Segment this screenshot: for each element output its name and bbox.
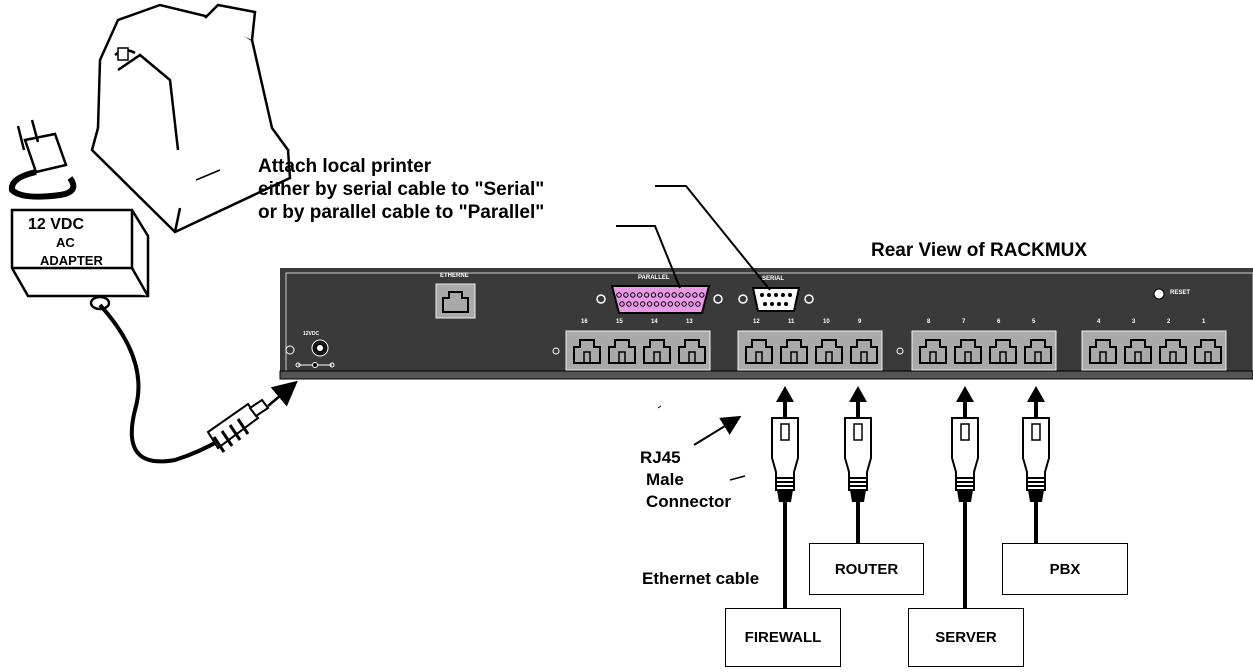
connector-label: RJ45 Male Connector <box>640 447 731 513</box>
port-number: 5 <box>1032 319 1036 325</box>
pbx-box: PBX <box>1002 543 1128 595</box>
connector-arrow <box>693 415 742 446</box>
connector-label-line2: Male <box>646 470 684 489</box>
port-number: 11 <box>788 319 795 325</box>
rj45-port[interactable] <box>780 339 808 364</box>
port-number: 10 <box>823 319 830 325</box>
port-group <box>737 330 883 371</box>
rj45-port[interactable] <box>1124 339 1152 364</box>
printer-note-line1: Attach local printer <box>258 156 432 177</box>
power-arrow <box>267 380 298 407</box>
adapter-label-line1: 12 VDC <box>28 216 85 233</box>
connector-label-line3: Connector <box>646 492 731 511</box>
port-group <box>1081 330 1227 371</box>
ac-adapter <box>10 208 150 311</box>
port-number: 2 <box>1167 319 1171 325</box>
port-number: 9 <box>858 319 862 325</box>
reset-button[interactable] <box>1153 288 1165 300</box>
rj45-port[interactable] <box>608 339 636 364</box>
printer-note-line2: either by serial cable to "Serial" <box>258 179 545 200</box>
wall-plug-icon <box>8 119 77 200</box>
port-group <box>565 330 711 371</box>
rj45-plug-icon <box>844 386 872 502</box>
rj45-port[interactable] <box>815 339 843 364</box>
cable-label: Ethernet cable <box>642 569 760 588</box>
port-number: 8 <box>927 319 931 325</box>
ethernet-cables <box>783 500 1038 608</box>
rj45-port[interactable] <box>850 339 878 364</box>
power-jack <box>285 339 335 368</box>
port-number: 14 <box>651 319 658 325</box>
rj45-port[interactable] <box>1194 339 1222 364</box>
router-box: ROUTER <box>809 543 924 595</box>
rj45-plug-icon <box>951 386 979 502</box>
parallel-port <box>596 285 723 314</box>
printer-icon <box>90 3 292 234</box>
rj45-plug-icon <box>771 386 799 502</box>
rj45-port[interactable] <box>989 339 1017 364</box>
serial-leader-line <box>655 185 771 291</box>
rj45-port[interactable] <box>1024 339 1052 364</box>
ethernet-port-label: ETHERNE <box>440 273 469 279</box>
rj45-port-groups <box>565 330 1227 371</box>
barrel-plug-icon <box>206 398 270 453</box>
port-number: 12 <box>753 319 760 325</box>
port-number: 16 <box>581 319 588 325</box>
printer-note-line3: or by parallel cable to "Parallel" <box>258 202 545 223</box>
port-number: 13 <box>686 319 693 325</box>
ethernet-port <box>435 283 476 319</box>
connector-label-line1: RJ45 <box>640 448 681 467</box>
port-group <box>911 330 1057 371</box>
power-jack-label: 12VDC <box>303 331 320 337</box>
adapter-label-line3: ADAPTER <box>40 253 103 268</box>
parallel-port-label: PARALLEL <box>638 275 670 281</box>
serial-port-label: SERIAL <box>762 276 785 282</box>
reset-label: RESET <box>1170 290 1191 296</box>
power-cable <box>98 303 222 464</box>
printer-instructions: Attach local printer either by serial ca… <box>258 155 544 224</box>
port-number: 7 <box>962 319 966 325</box>
port-number: 15 <box>616 319 623 325</box>
rj45-port[interactable] <box>745 339 773 364</box>
rj45-port[interactable] <box>678 339 706 364</box>
rj45-port[interactable] <box>954 339 982 364</box>
parallel-leader-line <box>616 225 681 289</box>
adapter-label-line2: AC <box>56 235 75 250</box>
port-number: 6 <box>997 319 1001 325</box>
serial-port <box>738 287 814 312</box>
firewall-box: FIREWALL <box>725 608 841 667</box>
adapter-label: 12 VDC AC ADAPTER <box>28 216 103 270</box>
rj45-plugs <box>771 386 1050 502</box>
rj45-port[interactable] <box>1159 339 1187 364</box>
diagram-title: Rear View of RACKMUX <box>871 240 1088 261</box>
rj45-plug-icon <box>1022 386 1050 502</box>
rj45-port[interactable] <box>573 339 601 364</box>
port-number: 3 <box>1132 319 1136 325</box>
port-number: 1 <box>1202 319 1206 325</box>
port-number: 4 <box>1097 319 1101 325</box>
server-box: SERVER <box>908 608 1024 667</box>
rj45-port[interactable] <box>643 339 671 364</box>
rj45-port[interactable] <box>1089 339 1117 364</box>
rj45-port[interactable] <box>919 339 947 364</box>
